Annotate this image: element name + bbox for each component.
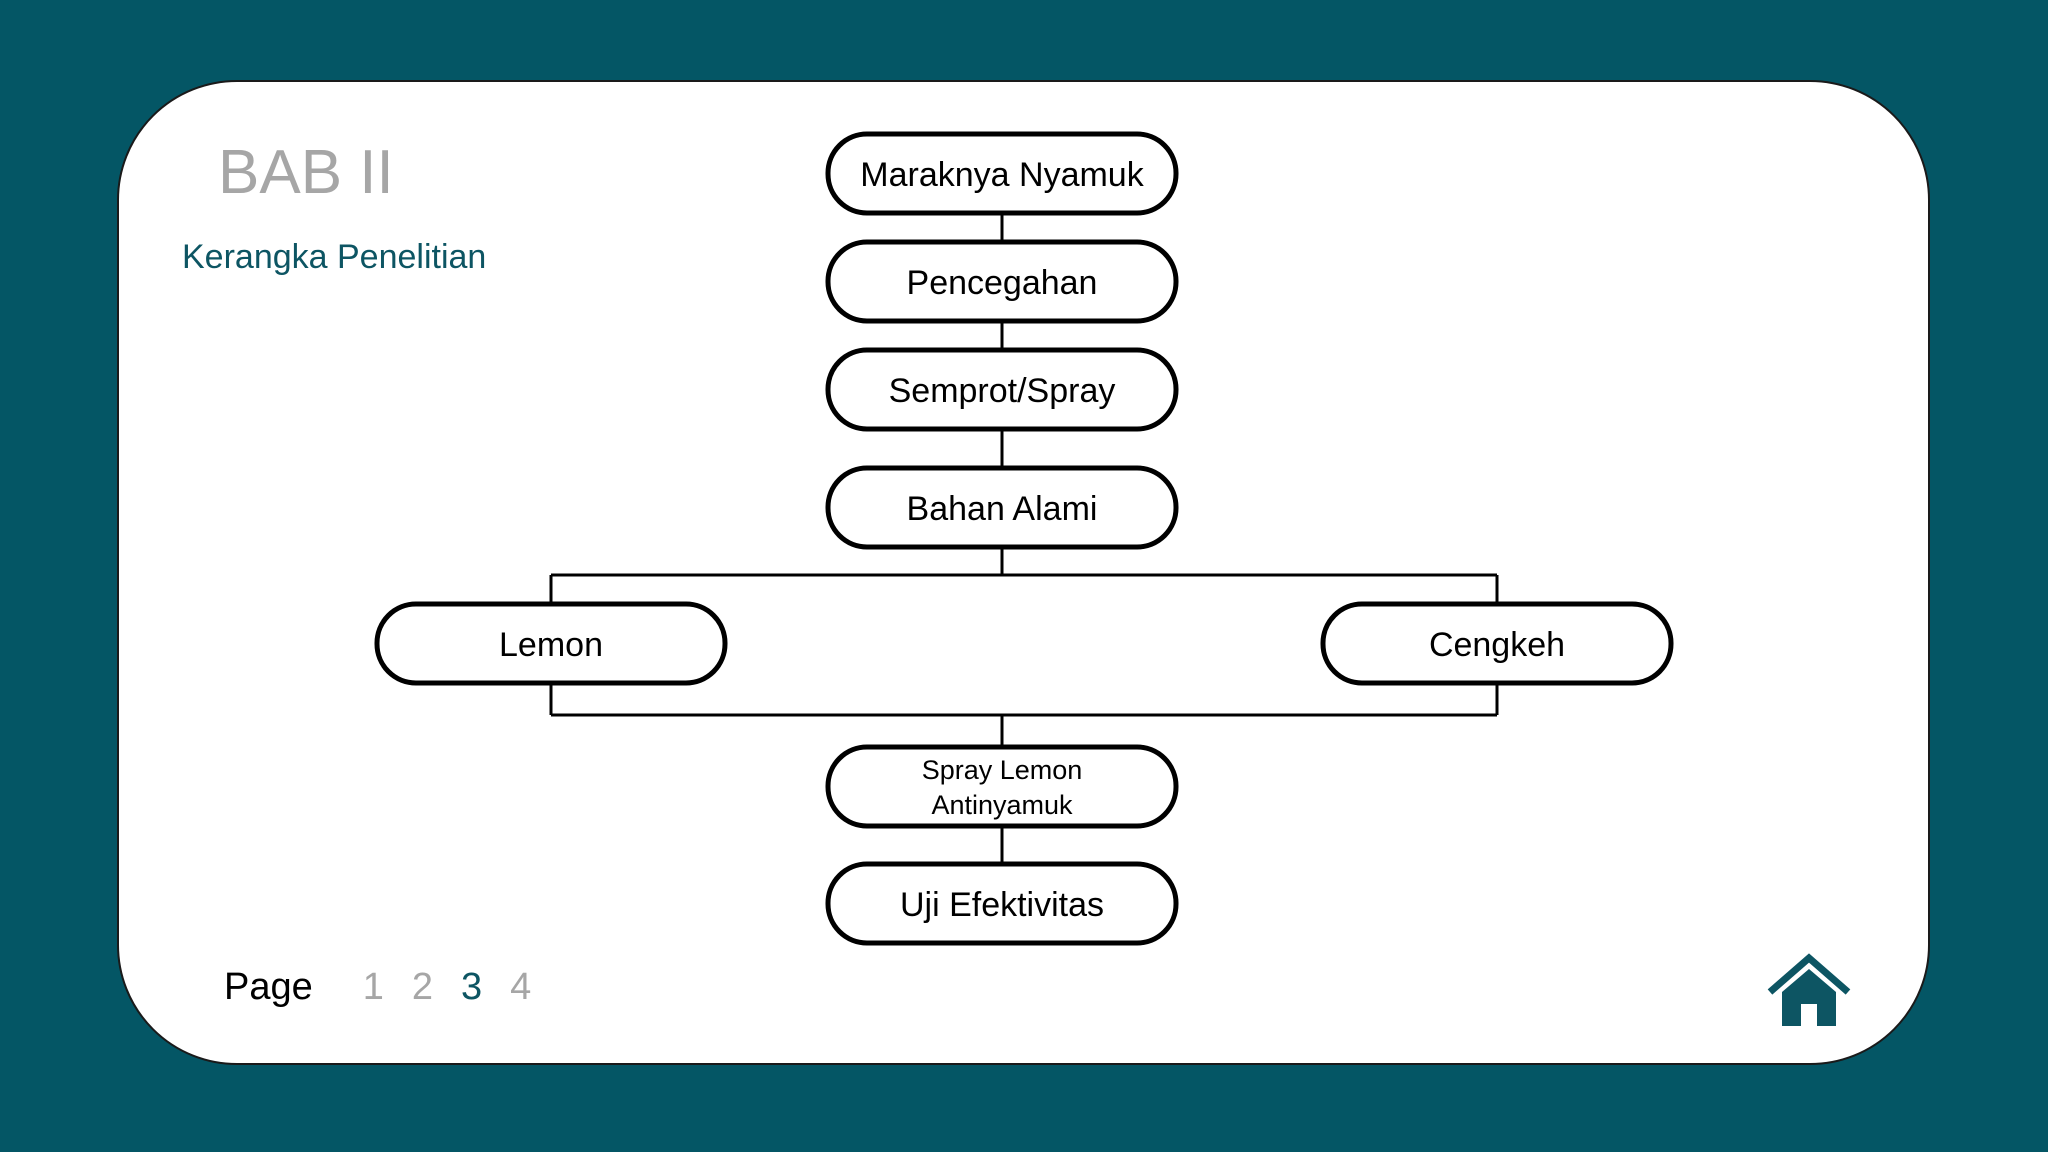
node-label: Cengkeh [1429, 626, 1565, 664]
node-pencegahan: Pencegahan [825, 239, 1179, 324]
node-semprot-spray: Semprot/Spray [825, 347, 1179, 432]
page-link-4[interactable]: 4 [510, 966, 532, 1008]
chapter-title: BAB II [218, 138, 394, 207]
page-navigation: Page 1 2 3 4 [224, 966, 559, 1009]
node-spray-lemon-antinyamuk: Spray Lemon Antinyamuk [825, 744, 1179, 829]
page-label: Page [224, 966, 313, 1008]
page-link-3[interactable]: 3 [461, 966, 483, 1008]
node-label: Lemon [499, 626, 603, 664]
node-lemon: Lemon [374, 601, 728, 686]
node-label: Semprot/Spray [889, 372, 1116, 410]
node-label: Pencegahan [907, 264, 1098, 302]
node-cengkeh: Cengkeh [1320, 601, 1674, 686]
home-icon [1767, 953, 1851, 1026]
node-label: Maraknya Nyamuk [860, 156, 1144, 194]
section-subtitle: Kerangka Penelitian [182, 238, 487, 276]
node-uji-efektivitas: Uji Efektivitas [825, 861, 1179, 946]
node-label-line-1: Spray Lemon [922, 755, 1083, 785]
node-label: Uji Efektivitas [900, 886, 1104, 924]
node-label-line-2: Antinyamuk [931, 790, 1073, 820]
node-maraknya-nyamuk: Maraknya Nyamuk [825, 131, 1179, 216]
node-label: Bahan Alami [907, 490, 1098, 528]
node-bahan-alami: Bahan Alami [825, 465, 1179, 550]
home-button[interactable] [1766, 952, 1852, 1028]
page-link-2[interactable]: 2 [411, 966, 434, 1008]
page-link-1[interactable]: 1 [362, 966, 384, 1008]
